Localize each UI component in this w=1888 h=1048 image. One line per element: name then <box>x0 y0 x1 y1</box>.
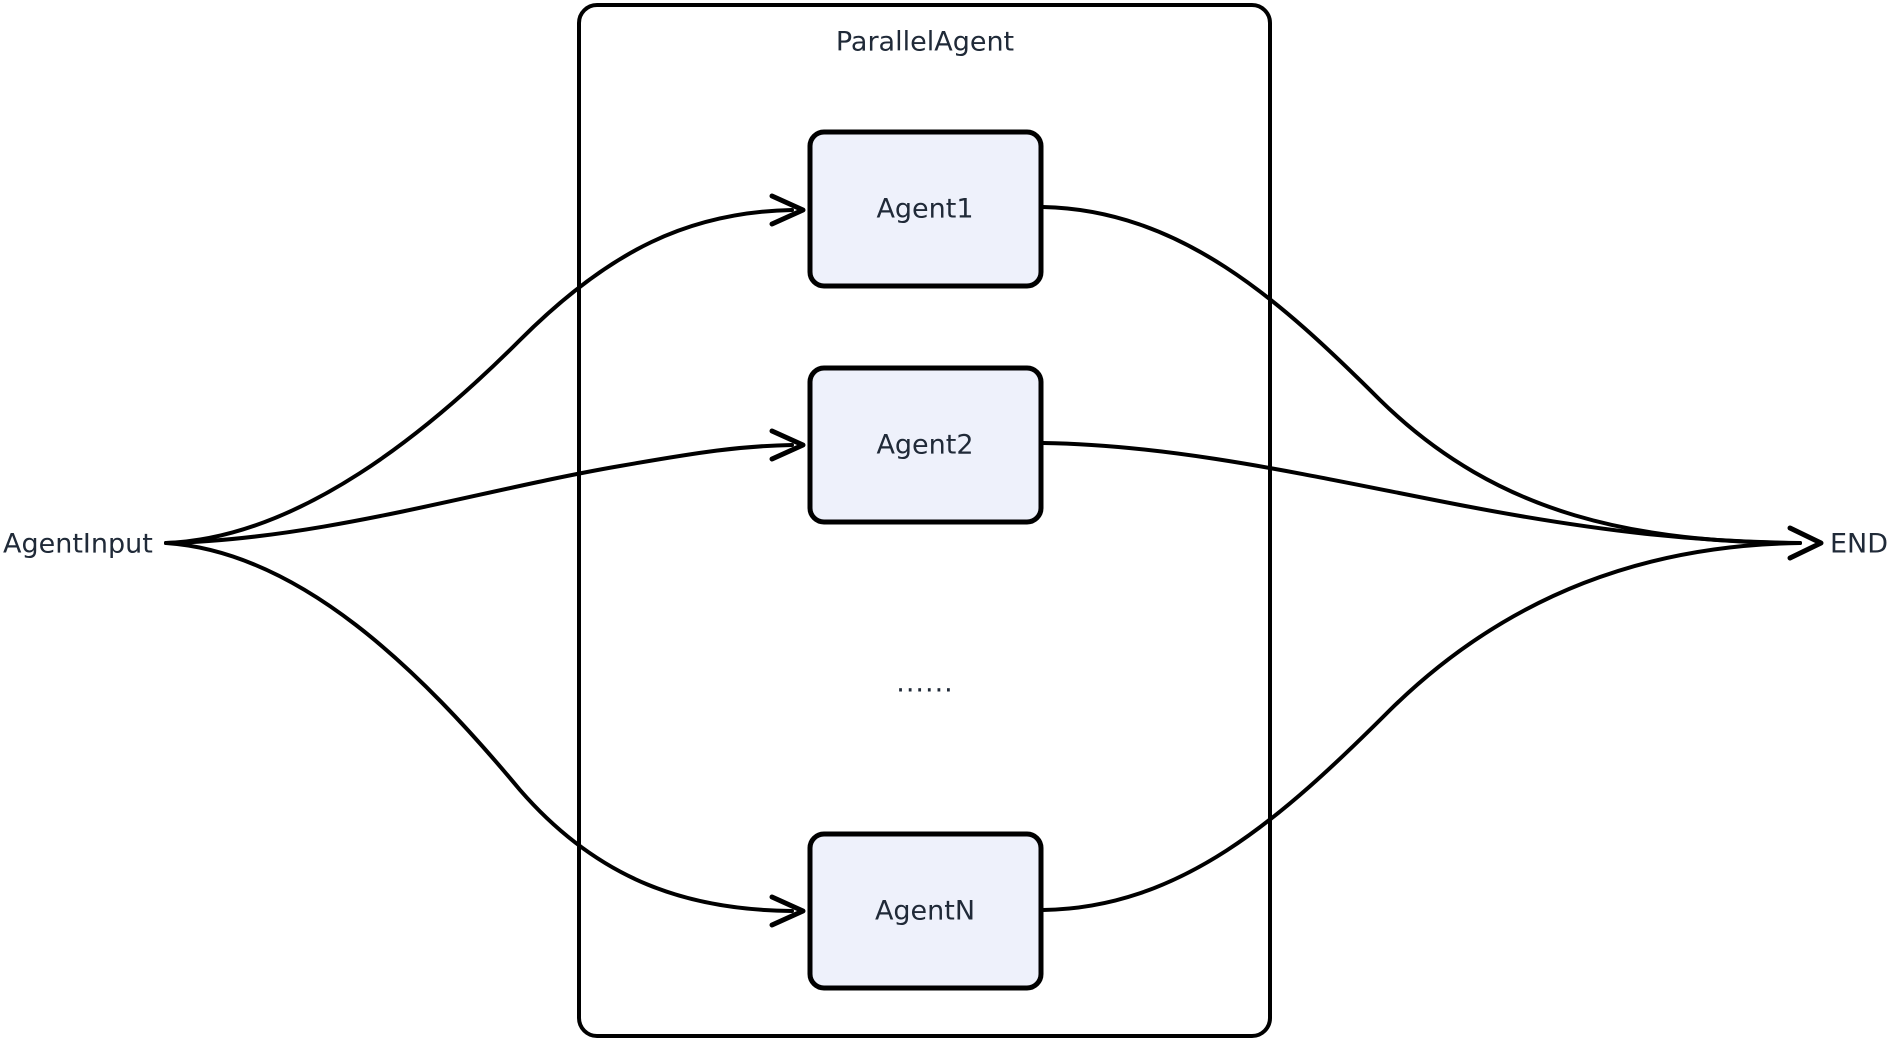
arrowhead-input-to-agentN <box>769 894 806 928</box>
agentn-box[interactable] <box>807 831 1044 991</box>
ellipsis-label: ...... <box>896 668 954 699</box>
agent2-label: Agent2 <box>876 430 973 461</box>
arrowhead-input-to-agent2 <box>769 428 806 462</box>
agent2-box[interactable] <box>807 365 1044 525</box>
agent-node-agent2[interactable]: Agent2 <box>807 365 1044 525</box>
agent-node-agent1[interactable]: Agent1 <box>807 129 1044 289</box>
edge-agentN-to-end <box>1041 541 1802 912</box>
agentn-label: AgentN <box>875 896 975 927</box>
parallel-agent-group-label: ParallelAgent <box>836 27 1014 58</box>
agent-node-agentn[interactable]: AgentN <box>807 831 1044 991</box>
edge-input-to-agent1 <box>164 208 794 545</box>
edge-agent2-to-end <box>1041 441 1802 545</box>
agent-input-label: AgentInput <box>3 529 153 560</box>
edge-input-to-agent2 <box>164 443 794 545</box>
arrowhead-input-to-agent1 <box>769 193 806 227</box>
arrowhead-to-end <box>1787 525 1824 561</box>
agent1-label: Agent1 <box>876 194 973 225</box>
edge-input-to-agentN <box>164 541 794 913</box>
agent1-box[interactable] <box>807 129 1044 289</box>
end-label: END <box>1830 529 1888 560</box>
